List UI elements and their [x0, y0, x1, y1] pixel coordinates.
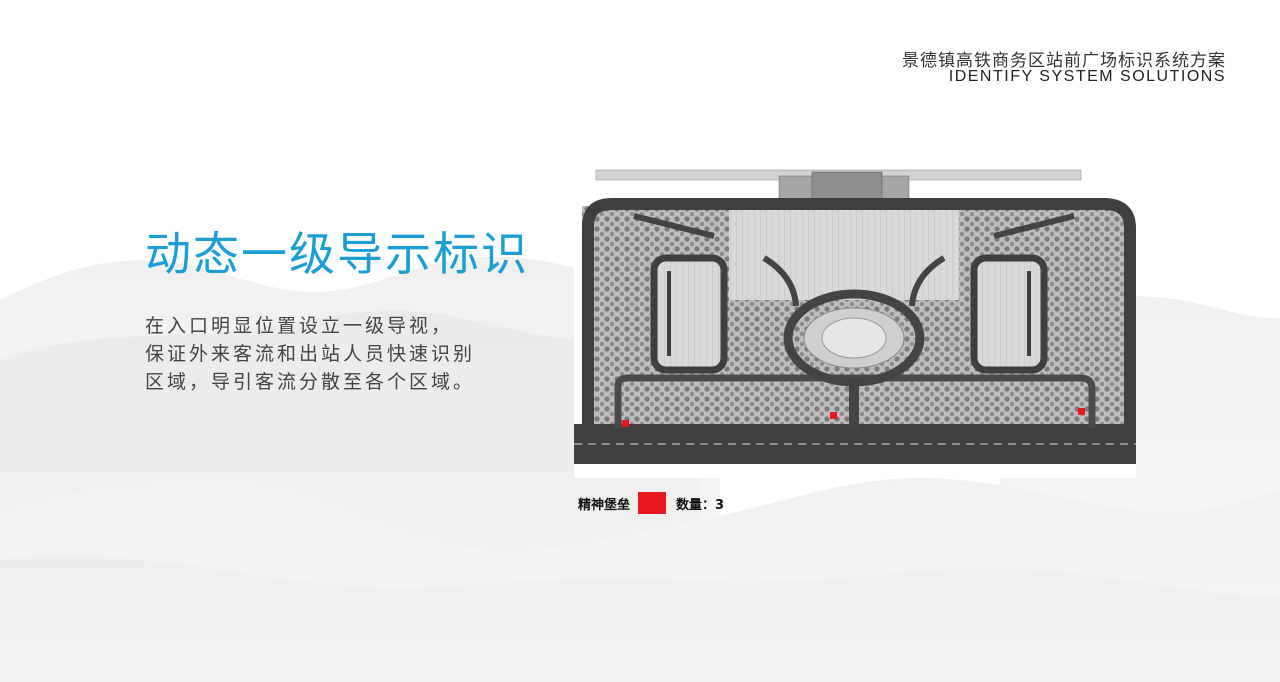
map-legend: 精神堡垒 数量：3: [578, 491, 724, 515]
section-description: 在入口明显位置设立一级导视， 保证外来客流和出站人员快速识别 区域，导引客流分散…: [145, 312, 475, 396]
site-plan-map: [574, 166, 1136, 478]
legend-count: 数量：3: [676, 497, 725, 513]
description-line-2: 保证外来客流和出站人员快速识别: [145, 343, 476, 365]
description-line-1: 在入口明显位置设立一级导视，: [145, 315, 454, 337]
legend-swatch: [638, 492, 667, 514]
project-title-cn: 景德镇高铁商务区站前广场标识系统方案: [902, 51, 1226, 71]
legend-label: 精神堡垒: [578, 497, 631, 513]
project-title-en: IDENTIFY SYSTEM SOLUTIONS: [948, 68, 1226, 85]
section-title: 动态一级导示标识: [145, 227, 529, 281]
description-line-3: 区域，导引客流分散至各个区域。: [145, 371, 476, 393]
